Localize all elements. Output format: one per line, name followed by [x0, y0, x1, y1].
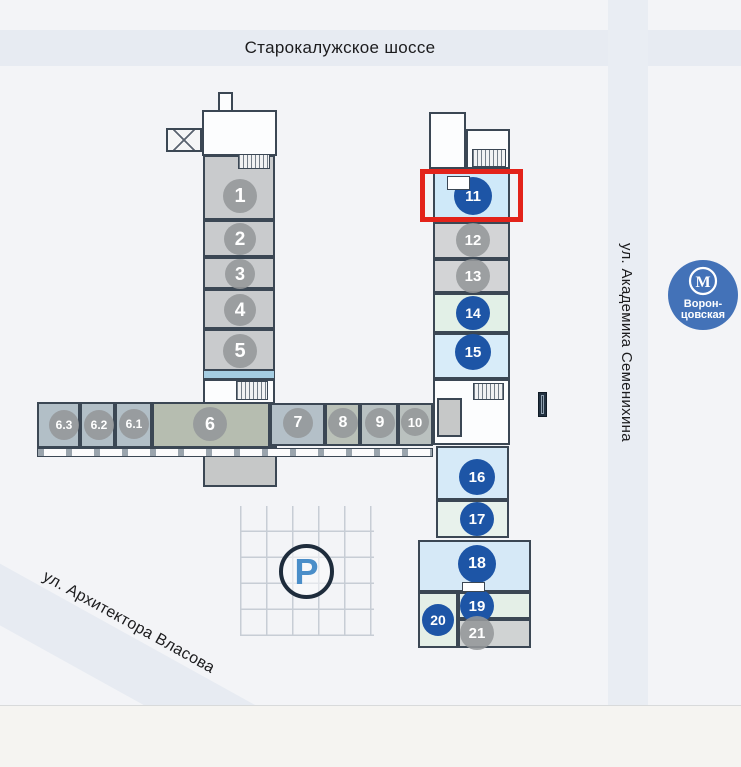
- highlight-rectangle: [420, 169, 523, 222]
- section-number-6.1[interactable]: 6.1: [119, 409, 149, 439]
- section-number-10[interactable]: 10: [401, 408, 429, 436]
- section-number-6.2[interactable]: 6.2: [84, 410, 114, 440]
- street-band-bottom: [0, 705, 741, 767]
- stairs-icon: [238, 154, 270, 169]
- section-number-6[interactable]: 6: [193, 407, 227, 441]
- section-number-13[interactable]: 13: [456, 259, 490, 293]
- plan-structure: [462, 582, 485, 592]
- section-number-4[interactable]: 4: [224, 294, 256, 326]
- metro-m-symbol: М: [695, 274, 710, 291]
- plan-structure: [202, 110, 277, 156]
- section-number-5[interactable]: 5: [223, 334, 257, 368]
- metro-station-badge: М Ворон- цовская: [668, 260, 738, 330]
- section-number-7[interactable]: 7: [283, 408, 313, 438]
- section-number-8[interactable]: 8: [328, 408, 358, 438]
- stairs-icon: [472, 149, 506, 167]
- stairs-icon: [473, 383, 504, 400]
- parking-icon: P: [279, 544, 334, 599]
- section-number-17[interactable]: 17: [460, 502, 494, 536]
- plan-structure: [447, 176, 470, 190]
- stairs-icon: [236, 381, 268, 400]
- plan-structure: [437, 398, 462, 437]
- section-number-9[interactable]: 9: [365, 408, 395, 438]
- street-band-right: [608, 0, 648, 767]
- section-number-20[interactable]: 20: [422, 604, 454, 636]
- section-room-7[interactable]: [270, 403, 325, 446]
- section-number-14[interactable]: 14: [456, 296, 490, 330]
- section-number-3[interactable]: 3: [225, 259, 255, 289]
- section-number-16[interactable]: 16: [459, 459, 495, 495]
- plan-structure: [203, 370, 275, 379]
- plan-structure: [429, 112, 466, 169]
- section-number-15[interactable]: 15: [455, 334, 491, 370]
- section-number-2[interactable]: 2: [224, 223, 256, 255]
- street-label-top: Старокалужское шоссе: [244, 38, 436, 57]
- section-number-12[interactable]: 12: [456, 223, 490, 257]
- metro-icon: М Ворон- цовская: [668, 260, 738, 330]
- metro-name-line1: Ворон-: [684, 298, 723, 310]
- entrance-marker-icon: [538, 392, 547, 417]
- street-label-right: ул. Академика Семенихина: [618, 243, 635, 442]
- section-number-18[interactable]: 18: [458, 545, 496, 583]
- plan-structure: [37, 448, 433, 457]
- stairwell-icon: [166, 128, 202, 152]
- section-number-21[interactable]: 21: [460, 616, 494, 650]
- plan-structure: [218, 92, 233, 112]
- section-number-6.3[interactable]: 6.3: [49, 410, 79, 440]
- section-number-1[interactable]: 1: [223, 179, 257, 213]
- metro-name-line2: цовская: [681, 309, 725, 321]
- parking-symbol: P: [294, 550, 319, 592]
